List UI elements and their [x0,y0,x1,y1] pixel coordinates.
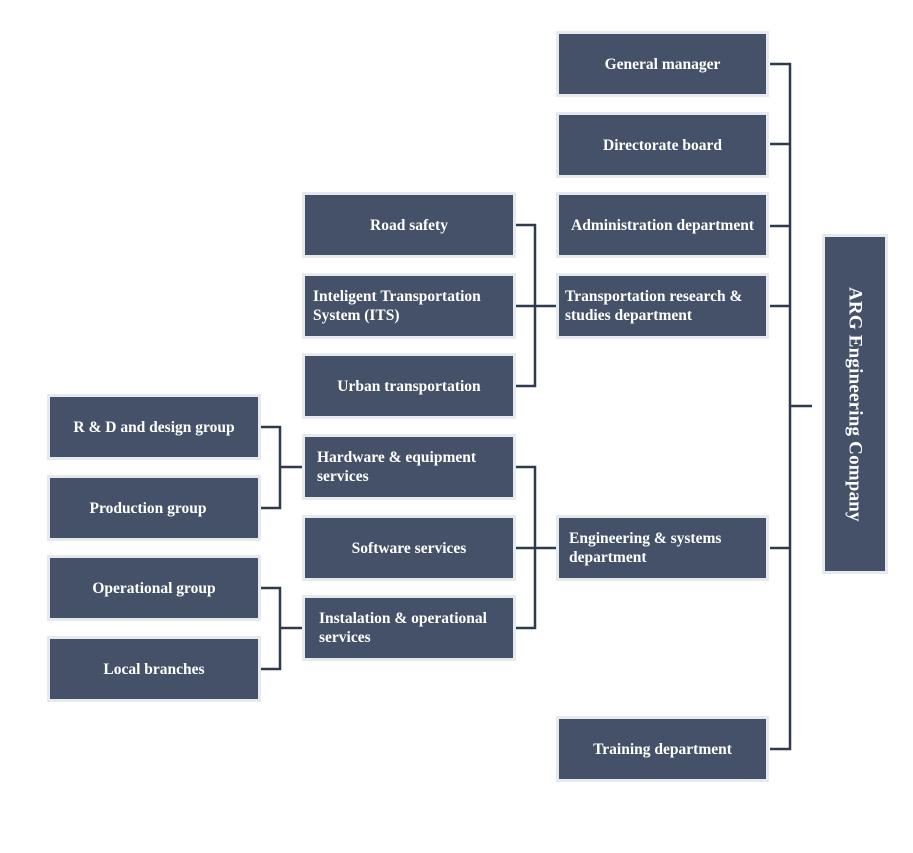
company-label: ARG Engineering Company [844,286,866,522]
road-safety-label: Road safety [370,216,448,234]
company-box: ARG Engineering Company [822,234,888,574]
its-label: Inteligent Transportation System (ITS) [313,288,481,324]
company-connector [770,62,812,751]
hardware-equipment-connector [261,425,302,510]
administration-department-box: Administration department [556,192,769,258]
hardware-equipment-box: Hardware & equipment services [302,434,516,500]
its-box: Inteligent Transportation System (ITS) [302,273,516,339]
production-group-box: Production group [47,475,261,541]
general-manager-box: General manager [556,31,769,97]
software-services-label: Software services [351,539,467,557]
installation-operational-box: Instalation & operational services [302,595,516,661]
hardware-equipment-label: Hardware & equipment services [317,449,477,485]
road-safety-box: Road safety [302,192,516,258]
installation-operational-label: Instalation & operational services [319,610,487,646]
rd-design-group-box: R & D and design group [47,394,261,460]
training-department-box: Training department [556,716,769,782]
training-department-label: Training department [593,740,732,758]
local-branches-label: Local branches [103,660,205,678]
general-manager-label: General manager [604,55,721,73]
local-branches-box: Local branches [47,636,261,702]
directorate-board-label: Directorate board [603,136,722,154]
transportation-research-box: Transportation research & studies depart… [556,273,769,339]
operational-group-box: Operational group [47,555,261,621]
urban-transportation-label: Urban transportation [337,377,481,395]
production-group-label: Production group [89,499,207,517]
directorate-board-box: Directorate board [556,112,769,178]
transportation-research-connector [516,223,556,388]
engineering-systems-connector [516,465,556,630]
administration-department-label: Administration department [571,216,754,234]
transportation-research-label: Transportation research & studies depart… [565,288,743,324]
urban-transportation-box: Urban transportation [302,353,516,419]
rd-design-group-label: R & D and design group [73,418,235,436]
software-services-box: Software services [302,515,516,581]
operational-group-label: Operational group [92,579,216,597]
engineering-systems-box: Engineering & systems department [556,515,769,581]
engineering-systems-label: Engineering & systems department [569,530,722,566]
installation-operational-connector [261,586,302,671]
